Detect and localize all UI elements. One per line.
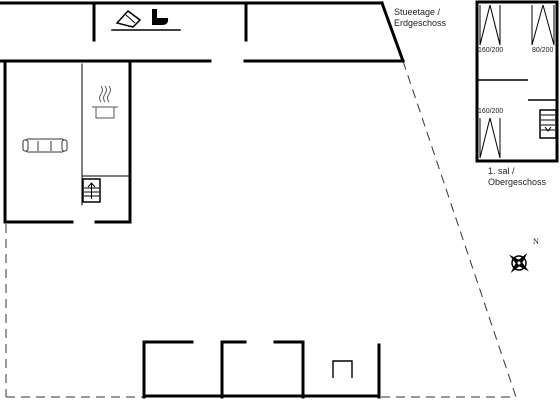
ground-floor-label-line1: Stueetage / — [394, 7, 441, 17]
upper-stairs-icon — [539, 109, 557, 139]
first-floor-plan — [475, 0, 559, 163]
ground-floor-label-line2: Erdgeschoss — [394, 18, 447, 28]
sofa-icon — [22, 138, 68, 153]
sink-icon — [115, 9, 142, 28]
bed-size-top-right: 80/200 — [532, 47, 554, 54]
first-floor-label-line1: 1. sal / — [488, 166, 515, 176]
stairs-icon — [82, 178, 101, 203]
compass-north-label: N — [533, 237, 539, 246]
bed-size-bottom-left: 160/200 — [478, 108, 504, 115]
ground-floor-walls — [0, 1, 405, 224]
toilet-icon — [152, 9, 169, 25]
cooking-pot-icon — [92, 85, 118, 119]
annex-walls — [142, 340, 381, 399]
bed-size-top-left: 160/200 — [478, 47, 504, 54]
first-floor-label-line2: Obergeschoss — [488, 177, 547, 187]
annex-fixture-icon — [332, 360, 353, 378]
compass-rose-icon — [509, 253, 529, 273]
